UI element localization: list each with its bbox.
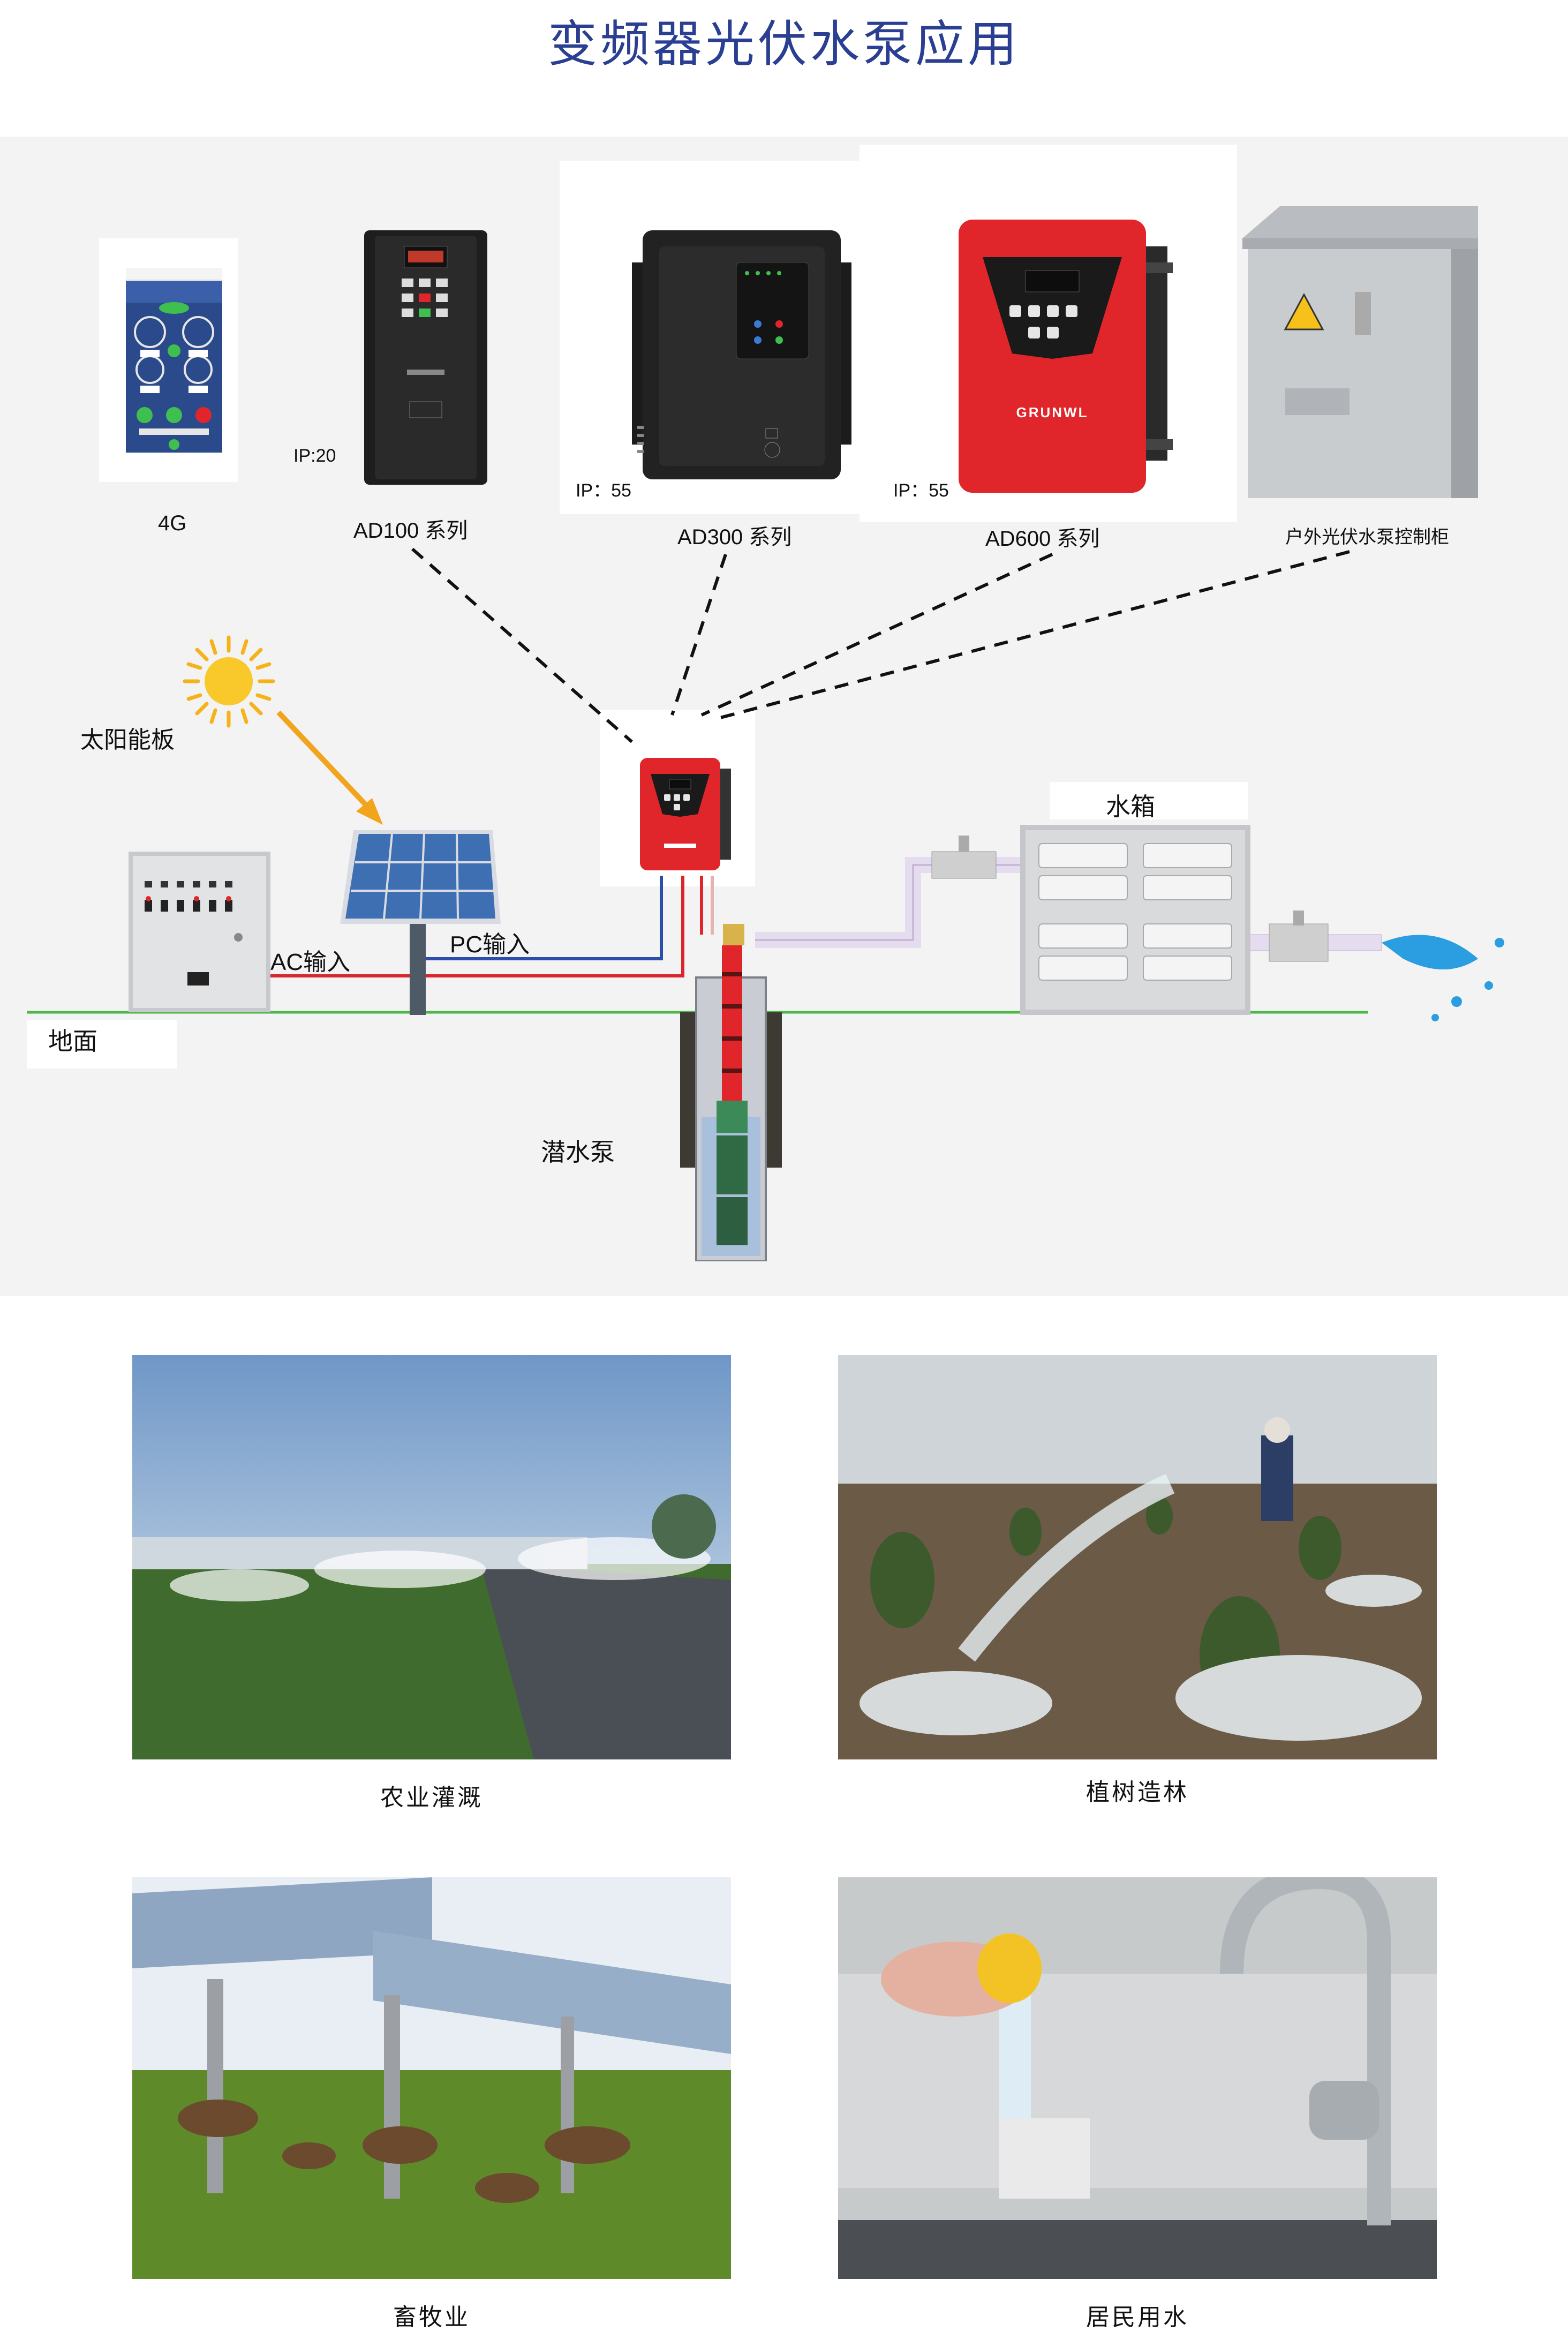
page-title: 变频器光伏水泵应用 [547, 16, 1020, 73]
solar-panel-label: 太阳能板 [80, 727, 175, 753]
diagram-connections [0, 137, 1568, 1296]
pc-input-label: PC输入 [450, 931, 530, 958]
water-tank-label: 水箱 [1106, 793, 1155, 821]
app-4g-label: 4G [158, 511, 187, 535]
ad300-ip-rating: IP：55 [576, 480, 631, 501]
ground-label: 地面 [48, 1027, 97, 1055]
water-tank-image [1020, 825, 1250, 1015]
mobile-app-screenshot [80, 238, 238, 482]
ad300-inverter-image [632, 230, 851, 479]
solar-panel-image [340, 828, 501, 1015]
caption-residential-water: 居民用水 [1086, 2304, 1189, 2330]
ad100-series-label: AD100 系列 [353, 519, 468, 543]
residential-water-photo [838, 1877, 1437, 2279]
ad600-brand-logo: GRUNWL [1016, 404, 1089, 420]
ac-power-cabinet-image [129, 852, 270, 1012]
submersible-pump-label: 潜水泵 [541, 1138, 615, 1166]
center-ad600-inverter-image [640, 758, 734, 870]
outdoor-control-cabinet-image [1237, 206, 1478, 498]
caption-afforestation: 植树造林 [1086, 1779, 1189, 1806]
ground-label-panel [27, 1020, 177, 1069]
afforestation-photo [838, 1355, 1437, 1759]
water-tank-label-panel [1050, 782, 1248, 819]
cabinet-label: 户外光伏水泵控制柜 [1285, 527, 1449, 547]
submersible-pump-image [680, 924, 782, 1262]
ad600-inverter-image: GRUNWL [948, 220, 1173, 493]
caption-agriculture: 农业灌溉 [380, 1785, 483, 1811]
ad100-ip-rating: IP:20 [293, 446, 336, 466]
ad100-inverter-image [359, 230, 493, 485]
ad300-series-label: AD300 系列 [677, 525, 792, 549]
sun-icon [182, 635, 276, 728]
animal-husbandry-photo [132, 1877, 731, 2279]
ac-input-label: AC输入 [270, 949, 351, 975]
caption-animal-husbandry: 畜牧业 [393, 2304, 470, 2330]
ad600-ip-rating: IP：55 [893, 480, 949, 501]
ad600-series-label: AD600 系列 [985, 527, 1100, 551]
agriculture-irrigation-photo [132, 1355, 731, 1759]
